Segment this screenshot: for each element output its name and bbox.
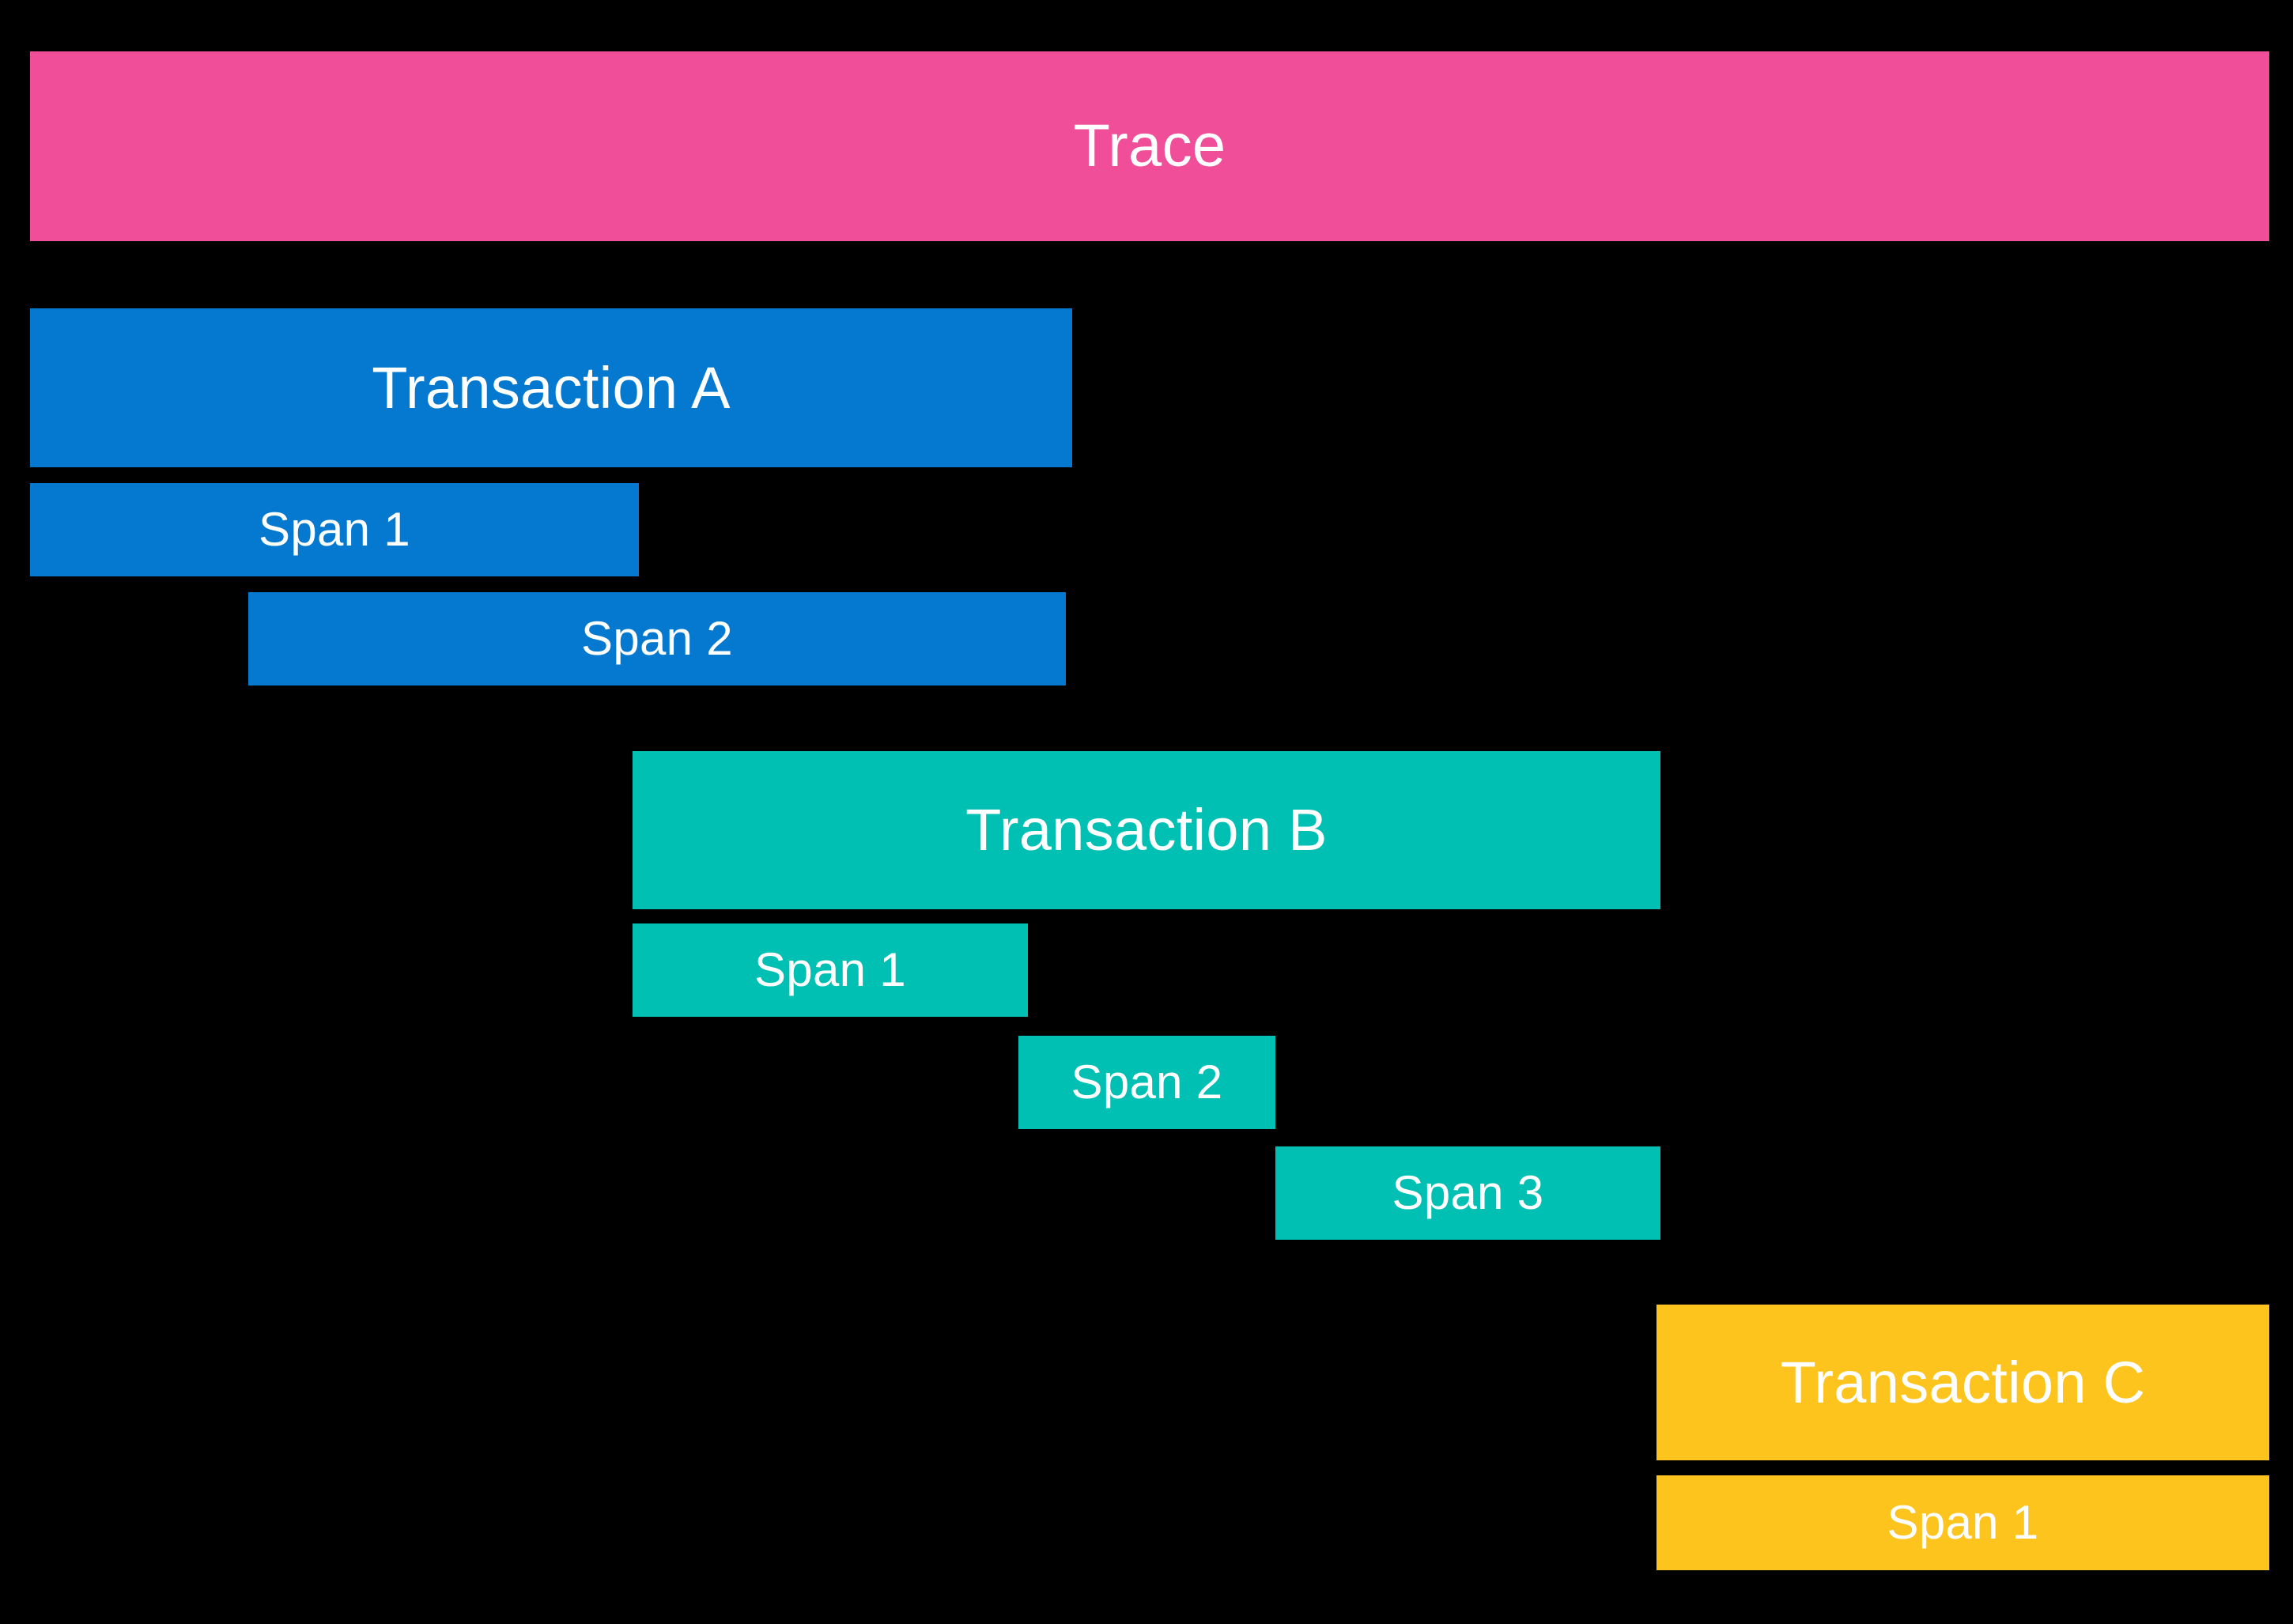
transaction-a-span-2-bar: Span 2 — [248, 592, 1066, 685]
transaction-a-span-2-label: Span 2 — [581, 612, 733, 665]
transaction-b-span-3-bar: Span 3 — [1275, 1146, 1660, 1240]
transaction-a-bar: Transaction A — [30, 308, 1072, 467]
transaction-b-span-2-label: Span 2 — [1071, 1056, 1223, 1108]
transaction-b-span-1-label: Span 1 — [754, 943, 906, 996]
transaction-c-span-1-label: Span 1 — [1887, 1496, 2039, 1549]
transaction-a-label: Transaction A — [372, 354, 731, 421]
transaction-c-span-1-bar: Span 1 — [1656, 1475, 2269, 1570]
transaction-b-label: Transaction B — [965, 797, 1328, 863]
trace-bar: Trace — [30, 51, 2269, 241]
transaction-b-bar: Transaction B — [633, 751, 1660, 909]
transaction-b-span-2-bar: Span 2 — [1018, 1036, 1275, 1129]
trace-label: Trace — [1073, 112, 1226, 179]
transaction-b-span-3-label: Span 3 — [1392, 1166, 1544, 1219]
transaction-c-bar: Transaction C — [1656, 1305, 2269, 1460]
transaction-c-label: Transaction C — [1780, 1349, 2146, 1415]
transaction-b-span-1-bar: Span 1 — [633, 923, 1028, 1017]
transaction-a-span-1-label: Span 1 — [259, 503, 410, 556]
transaction-a-span-1-bar: Span 1 — [30, 483, 639, 576]
